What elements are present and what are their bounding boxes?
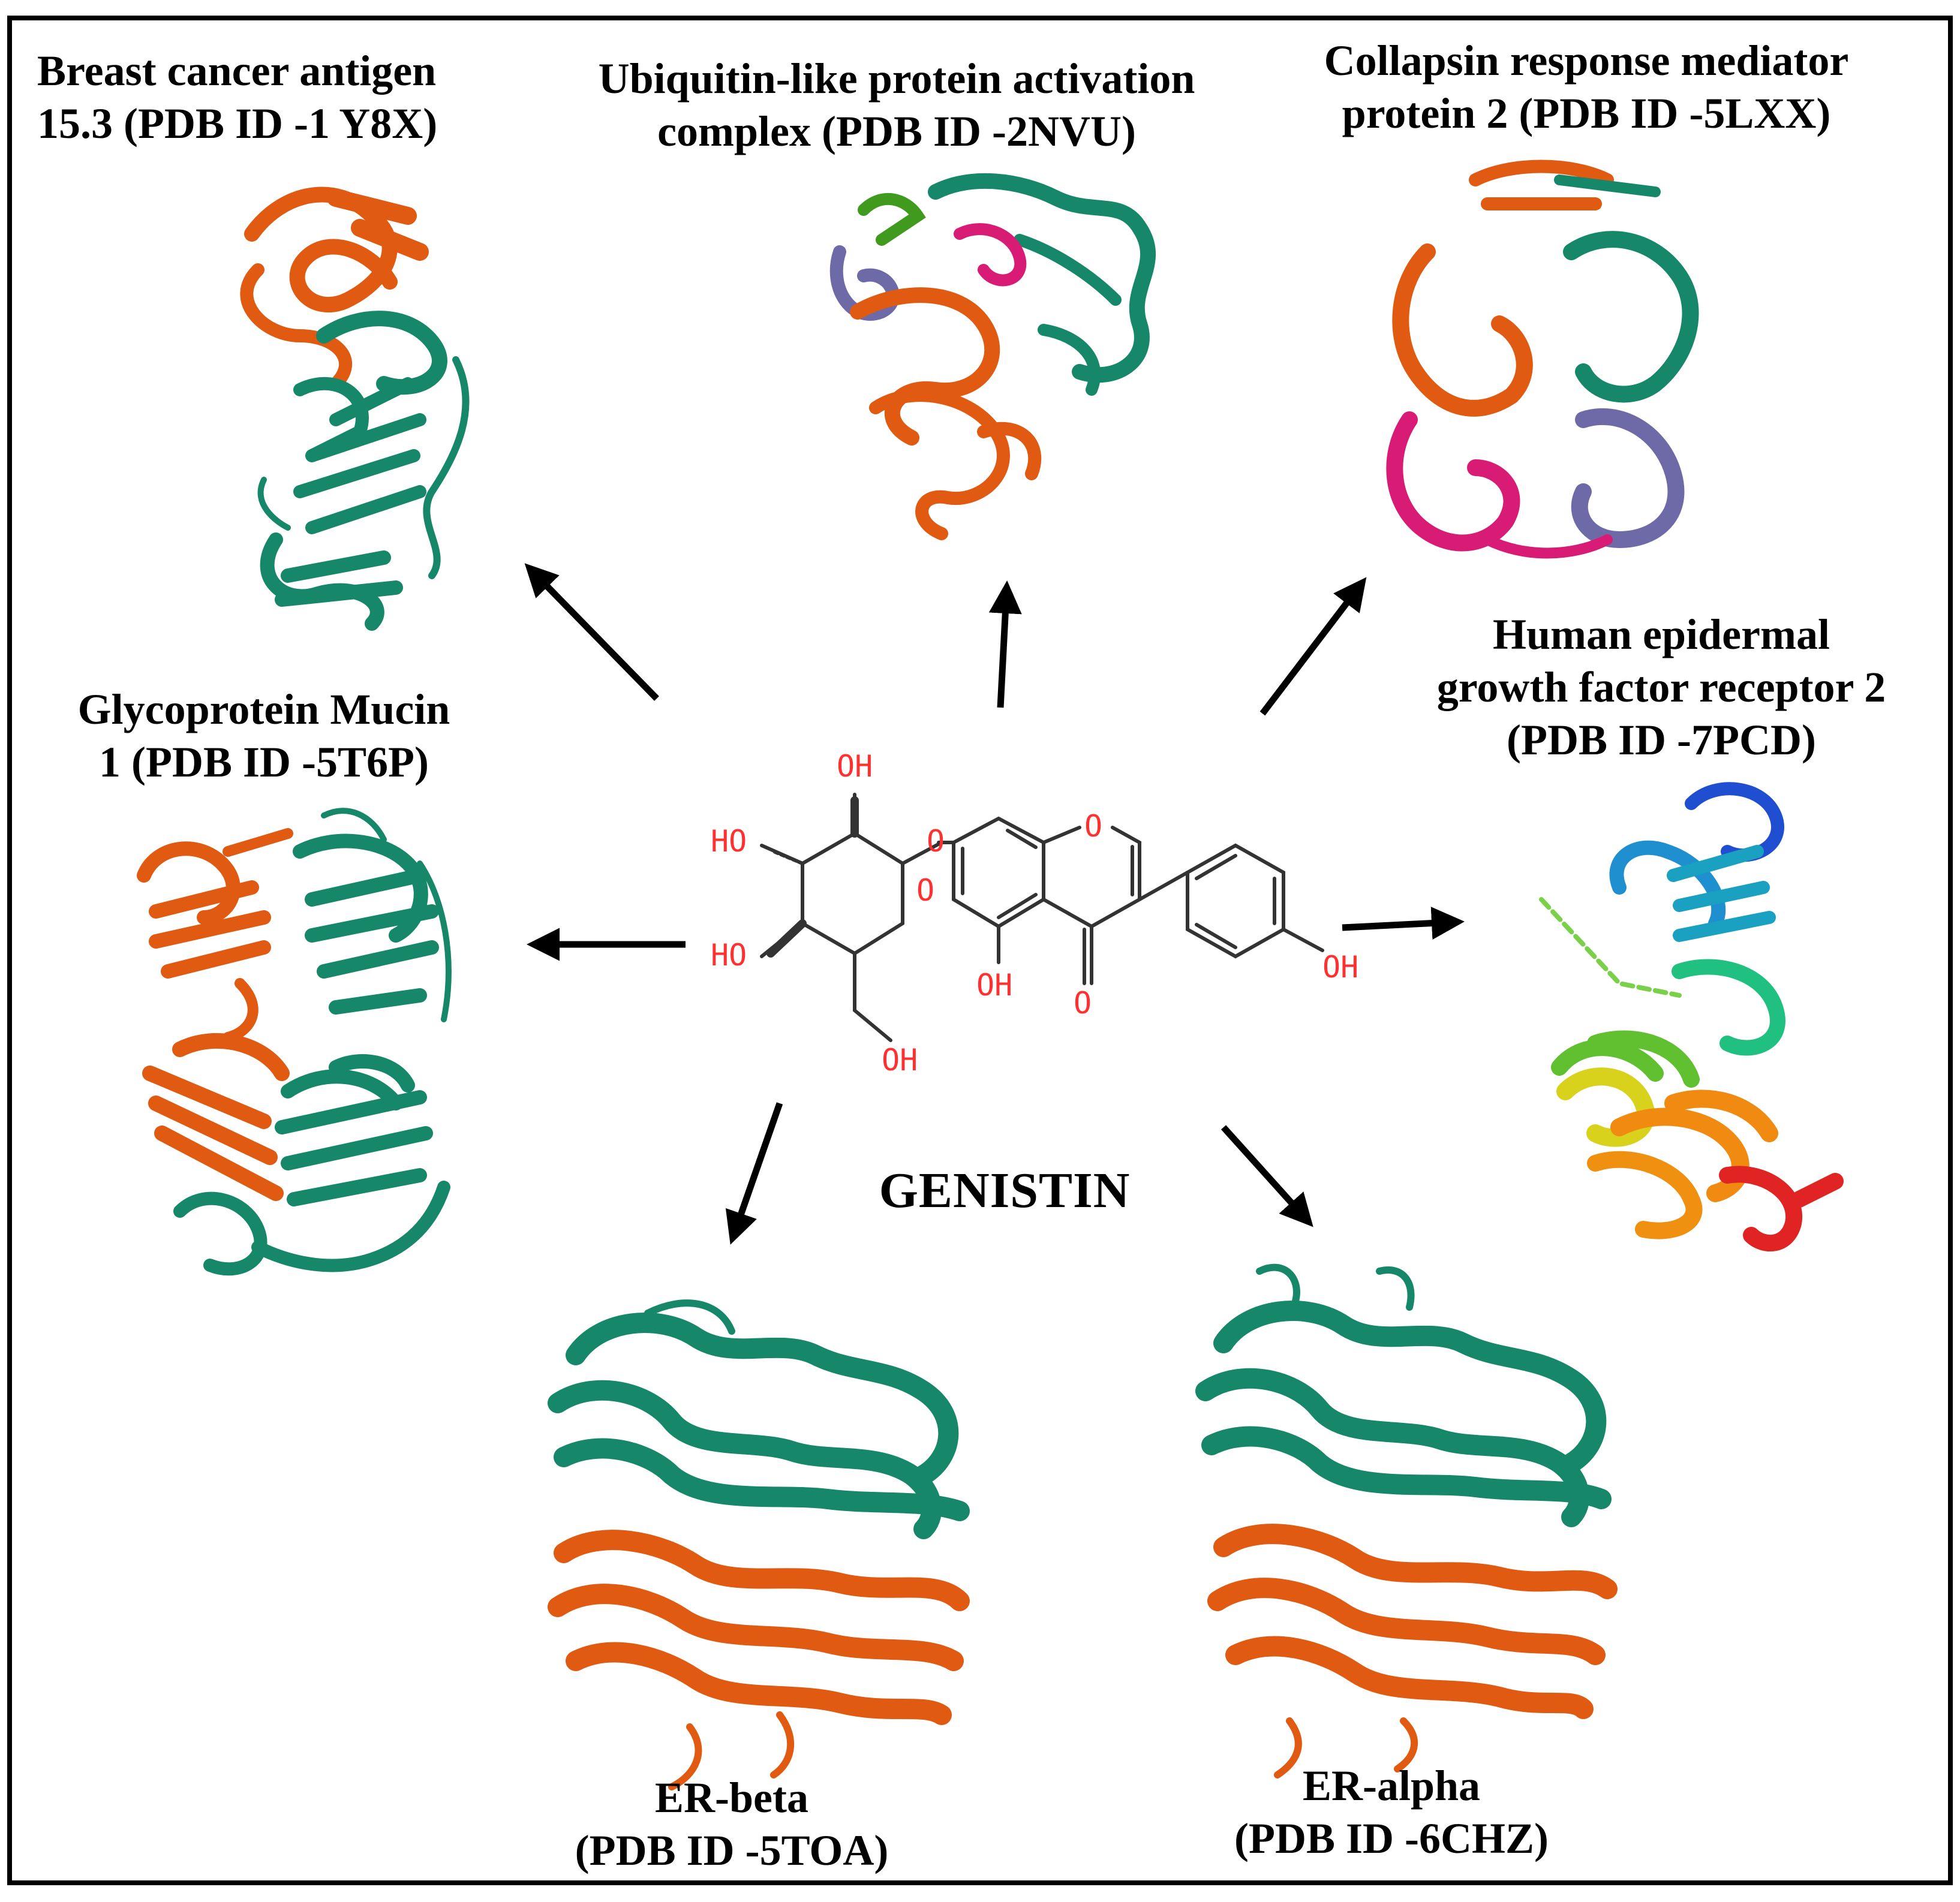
- label-line: (PDB ID -6CHZ): [1234, 1814, 1549, 1862]
- atom-phenyl-oh: OH: [1322, 950, 1358, 985]
- protein-mucin-1: [137, 808, 452, 1276]
- label-line: protein 2 (PDB ID -5LXX): [1342, 89, 1831, 137]
- label-breast-cancer-antigen: Breast cancer antigen 15.3 (PDB ID -1 Y8…: [37, 45, 437, 151]
- atom-ring-o: O: [916, 873, 934, 908]
- genistin-structure: [760, 793, 1324, 1042]
- atom-glyco-o: O: [927, 824, 945, 859]
- atom-keto-o: O: [1074, 986, 1092, 1021]
- arrows: [524, 563, 1465, 1245]
- protein-er-alpha: [1195, 1263, 1618, 1778]
- protein-ubiquitin-complex: [829, 173, 1156, 540]
- keto-bond: [1083, 925, 1093, 985]
- label-line: Ubiquitin-like protein activation: [598, 55, 1195, 103]
- label-line: ER-beta: [655, 1774, 808, 1822]
- atom-ho-upper: HO: [711, 824, 747, 859]
- arrow-to-er-alpha: [1221, 1125, 1313, 1227]
- phenyl-ring: [1186, 843, 1285, 959]
- atom-chromone-o: O: [1084, 809, 1102, 844]
- label-mucin-1: Glycoprotein Mucin 1 (PDB ID -5T6P): [24, 684, 504, 789]
- label-line: 15.3 (PDB ID -1 Y8X): [37, 99, 438, 148]
- label-line: ER-alpha: [1302, 1762, 1481, 1810]
- label-crmp2: Collapsin response mediator protein 2 (P…: [1271, 35, 1901, 140]
- label-line: (PDB ID -7PCD): [1507, 715, 1816, 764]
- phenyl-oh-bond: [1282, 928, 1324, 952]
- arrow-to-ubiquitin-complex: [988, 580, 1022, 708]
- compound-name: GENISTIN: [879, 1163, 1131, 1218]
- atom-ho-lower: HO: [711, 938, 747, 973]
- glucose-ring: [801, 831, 904, 956]
- atom-oh-top: OH: [837, 749, 873, 784]
- label-line: 1 (PDB ID -5T6P): [99, 738, 429, 786]
- atom-oh5: OH: [976, 968, 1012, 1003]
- label-er-alpha: ER-alpha (PDB ID -6CHZ): [1188, 1760, 1595, 1865]
- atom-ch2oh: OH: [882, 1043, 918, 1078]
- protein-crmp2: [1386, 159, 1699, 559]
- chromone-benzene: [952, 816, 1045, 929]
- label-er-beta: ER-beta (PDB ID -5TOA): [528, 1772, 936, 1877]
- label-line: (PDB ID -5TOA): [575, 1826, 889, 1874]
- protein-her2: [1539, 782, 1844, 1251]
- figure-border: [7, 16, 1953, 1885]
- arrow-to-her2: [1342, 907, 1465, 940]
- protein-breast-cancer-antigen: [240, 186, 470, 631]
- label-line: growth factor receptor 2: [1436, 663, 1886, 711]
- label-line: Human epidermal: [1492, 610, 1830, 658]
- label-ubiquitin-complex: Ubiquitin-like protein activation comple…: [552, 53, 1241, 158]
- arrow-to-er-beta: [725, 1102, 783, 1245]
- label-line: Glycoprotein Mucin: [77, 685, 450, 733]
- label-line: complex (PDB ID -2NVU): [657, 107, 1136, 155]
- atom-labels: OH HO HO O O O OH O OH OH: [711, 749, 1358, 1078]
- label-her2: Human epidermal growth factor receptor 2…: [1391, 609, 1931, 766]
- protein-er-beta: [548, 1299, 970, 1790]
- arrow-to-breast-cancer-antigen: [524, 563, 659, 701]
- phenyl-link: [1138, 871, 1189, 901]
- arrow-to-crmp2: [1259, 577, 1367, 716]
- label-line: Collapsin response mediator: [1324, 37, 1849, 85]
- label-line: Breast cancer antigen: [37, 47, 437, 95]
